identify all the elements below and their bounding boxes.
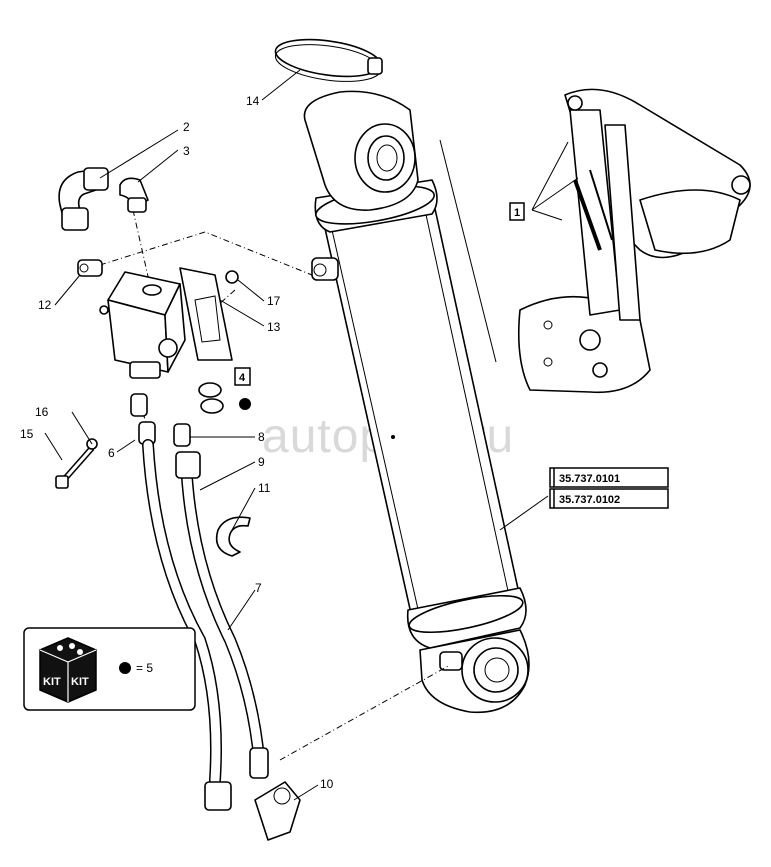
elbow-fitting-part-2: [58, 167, 109, 231]
fitting-part-12: [77, 259, 103, 277]
valve-block-part: [99, 271, 186, 379]
hose-clamp-part: [274, 38, 383, 82]
reference-box-a: 35.737.0101: [549, 467, 669, 488]
callout-3: 3: [183, 144, 190, 158]
kit-box-icon: KIT KIT: [39, 637, 97, 703]
reference-35-737-0102: 35.737.0102: [559, 494, 620, 506]
callout-11: 11: [258, 481, 271, 495]
callout-4: 4: [239, 372, 246, 384]
fitting-part-8: [173, 423, 191, 447]
callout-15: 15: [20, 427, 34, 441]
callout-2: 2: [183, 120, 190, 134]
plate-part-13: [179, 267, 233, 361]
routing-line-port: [99, 231, 313, 276]
callout-9: 9: [258, 455, 265, 469]
leader-lines: [44, 69, 579, 801]
hose-clip-part-11: [215, 516, 251, 557]
callout-10: 10: [320, 777, 334, 791]
excavator-arm-overview-image: [439, 88, 751, 394]
kit-legend-dot: [119, 662, 131, 674]
kit-label-right: KIT: [71, 676, 89, 688]
reference-35-737-0101: 35.737.0101: [559, 473, 620, 485]
elbow-adapter-part-3: [119, 177, 149, 213]
callout-8: 8: [258, 430, 265, 444]
elbow-fitting-part-10: [254, 781, 301, 841]
routing-line-fitting-10: [279, 664, 451, 761]
callout-12: 12: [38, 298, 52, 312]
boxed-callout-4: 4: [234, 367, 251, 386]
kit-legend-text: = 5: [136, 661, 153, 675]
boxed-callout-1: 1: [509, 202, 525, 221]
hose-part-7: [142, 439, 269, 811]
o-ring-part-4: [198, 382, 251, 414]
callout-17: 17: [267, 294, 281, 308]
kit-legend-box: KIT KIT = 5: [23, 627, 196, 711]
fitting-part-6: [130, 393, 156, 445]
screw-part-17: [225, 270, 239, 284]
kit-item-dot-marker: [239, 398, 251, 410]
callout-16: 16: [35, 405, 49, 419]
kit-label-left: KIT: [43, 676, 61, 688]
reference-box-b: 35.737.0102: [549, 488, 669, 509]
hydraulic-cylinder-part: [303, 90, 530, 714]
bolt-part-15: [55, 446, 95, 489]
callout-7: 7: [255, 581, 262, 595]
callout-13: 13: [267, 320, 281, 334]
callout-14: 14: [246, 94, 260, 108]
callout-1: 1: [514, 207, 520, 219]
callout-6: 6: [108, 446, 115, 460]
